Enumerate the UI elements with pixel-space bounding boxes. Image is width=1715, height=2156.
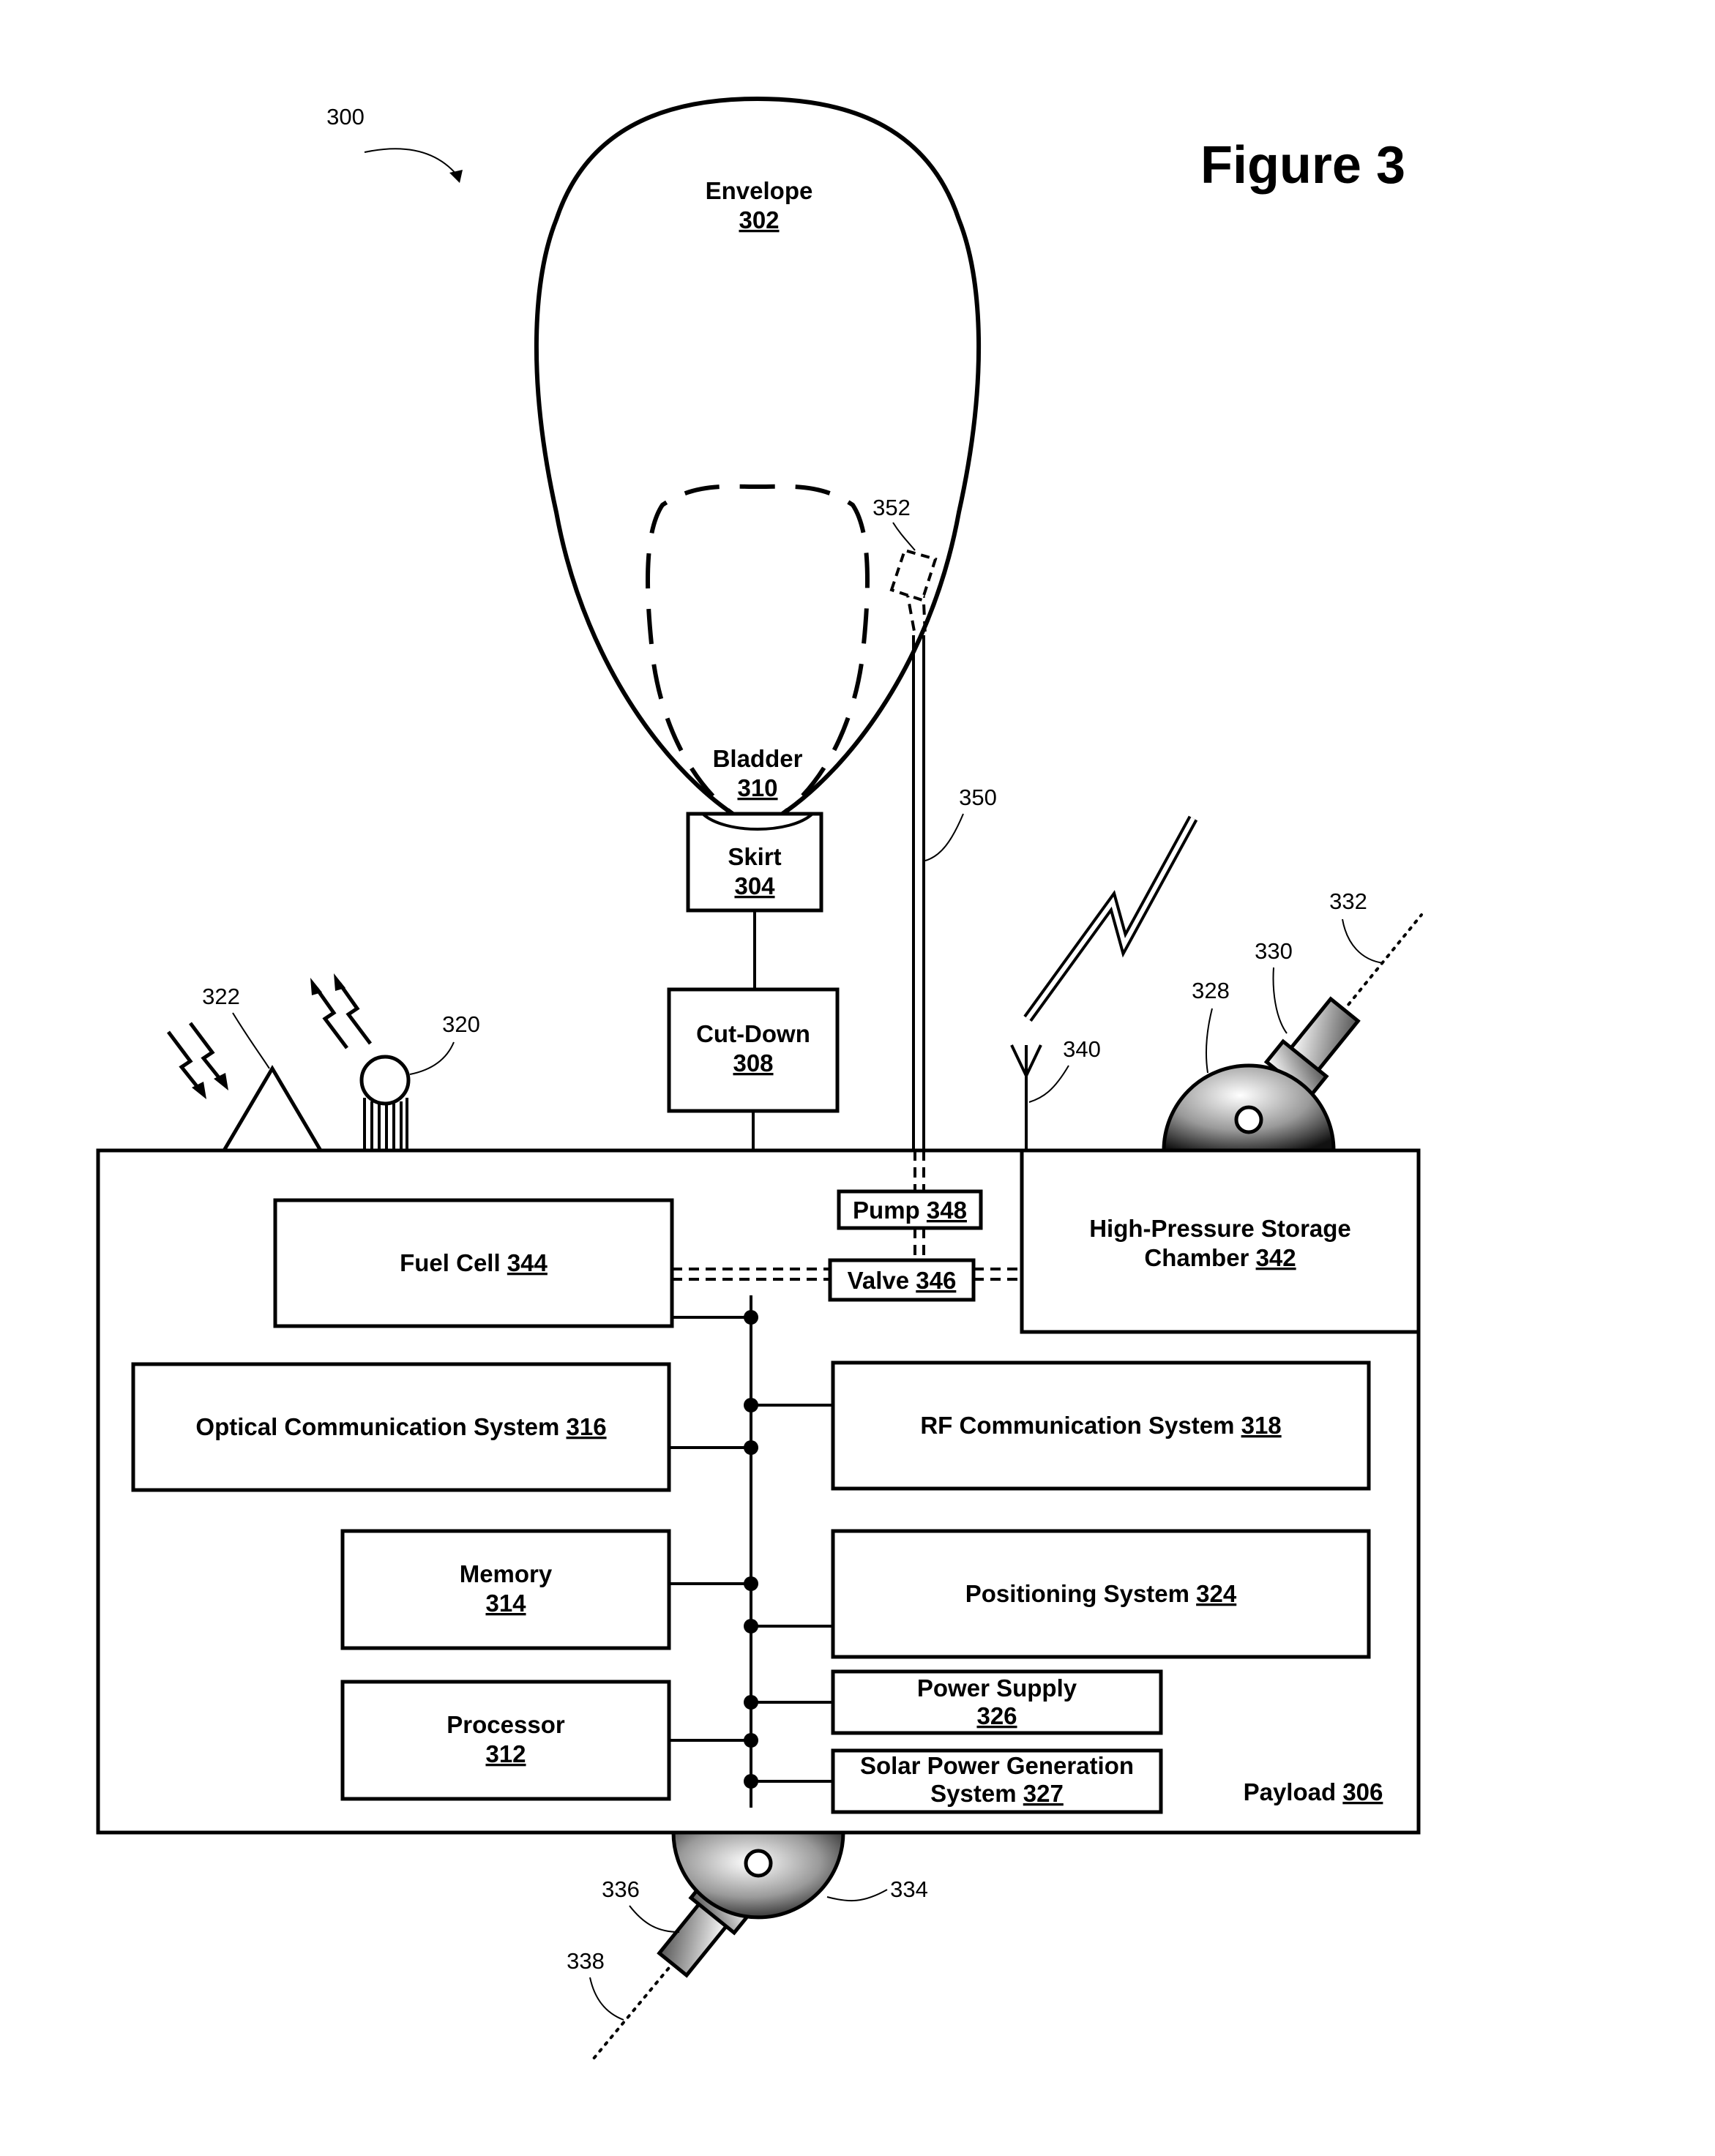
optical-transmitter-ref: 320 [442,1011,480,1037]
incoming-light-icon [168,1023,221,1089]
processor-label: Processor [447,1711,565,1738]
optical-receiver-icon [224,1068,321,1150]
bottom-axis-leader [590,1977,624,2020]
skirt-num: 304 [734,872,775,899]
solar-label-line2: System 327 [930,1780,1064,1807]
optical-comm-label: Optical Communication System 316 [195,1413,606,1440]
outgoing-light-arrowhead-2-icon [334,973,345,991]
memory-num: 314 [485,1590,526,1617]
storage-label-line2: Chamber 342 [1144,1244,1296,1271]
power-supply-label: Power Supply [917,1674,1077,1702]
figure-ref-arrow [365,149,457,176]
memory-label: Memory [460,1560,553,1587]
bottom-gimbal-pivot [746,1851,771,1876]
optical-transmitter-leader [410,1042,454,1074]
envelope-label: Envelope [706,177,813,204]
figure-ref-arrowhead-icon [449,170,463,183]
figure-ref: 300 [326,104,365,130]
valve-label: Valve 346 [848,1267,957,1294]
processor-num: 312 [485,1740,526,1767]
top-gimbal-leader [1206,1008,1212,1073]
bladder-num: 310 [737,774,777,801]
tube-ref: 350 [959,785,997,810]
bottom-gimbal-ref: 334 [890,1876,928,1902]
bottom-camera-leader [629,1906,679,1932]
bottom-camera-ref: 336 [602,1876,640,1902]
vent-ref: 352 [873,495,911,520]
top-axis-leader [1342,919,1383,963]
envelope-num: 302 [739,206,779,233]
storage-label-line1: High-Pressure Storage [1089,1215,1351,1242]
optical-receiver-leader [233,1013,269,1068]
antenna-ref: 340 [1063,1036,1101,1062]
outgoing-light-arrowhead-icon [310,978,322,995]
top-gimbal-pivot [1236,1107,1261,1132]
optical-transmitter-icon [362,1057,408,1104]
optical-transmitter-base [365,1098,407,1150]
top-camera-ref: 330 [1255,938,1293,964]
cutdown-label: Cut-Down [696,1020,810,1047]
payload-label: Payload 306 [1244,1778,1383,1805]
positioning-label: Positioning System 324 [965,1580,1237,1607]
fuel-cell-label: Fuel Cell 344 [400,1249,548,1276]
top-gimbal-ref: 328 [1192,978,1230,1003]
top-axis-ref: 332 [1329,888,1367,914]
rf-signal-icon [1028,818,1193,1019]
power-supply-num: 326 [976,1702,1017,1729]
tube-ref-leader [925,814,963,861]
pump-label: Pump 348 [853,1197,967,1224]
bottom-gimbal-leader [827,1890,887,1901]
bottom-axis-ref: 338 [567,1948,605,1974]
cutdown-num: 308 [733,1049,773,1077]
bladder-label: Bladder [713,745,803,772]
antenna-leader [1029,1066,1069,1102]
optical-receiver-ref: 322 [202,984,240,1009]
solar-label-line1: Solar Power Generation [860,1752,1134,1779]
top-camera-leader [1274,967,1287,1033]
figure-title: Figure 3 [1200,136,1405,195]
rf-comm-label: RF Communication System 318 [920,1412,1281,1439]
outgoing-light-icon [316,984,370,1048]
skirt-label: Skirt [728,843,781,870]
